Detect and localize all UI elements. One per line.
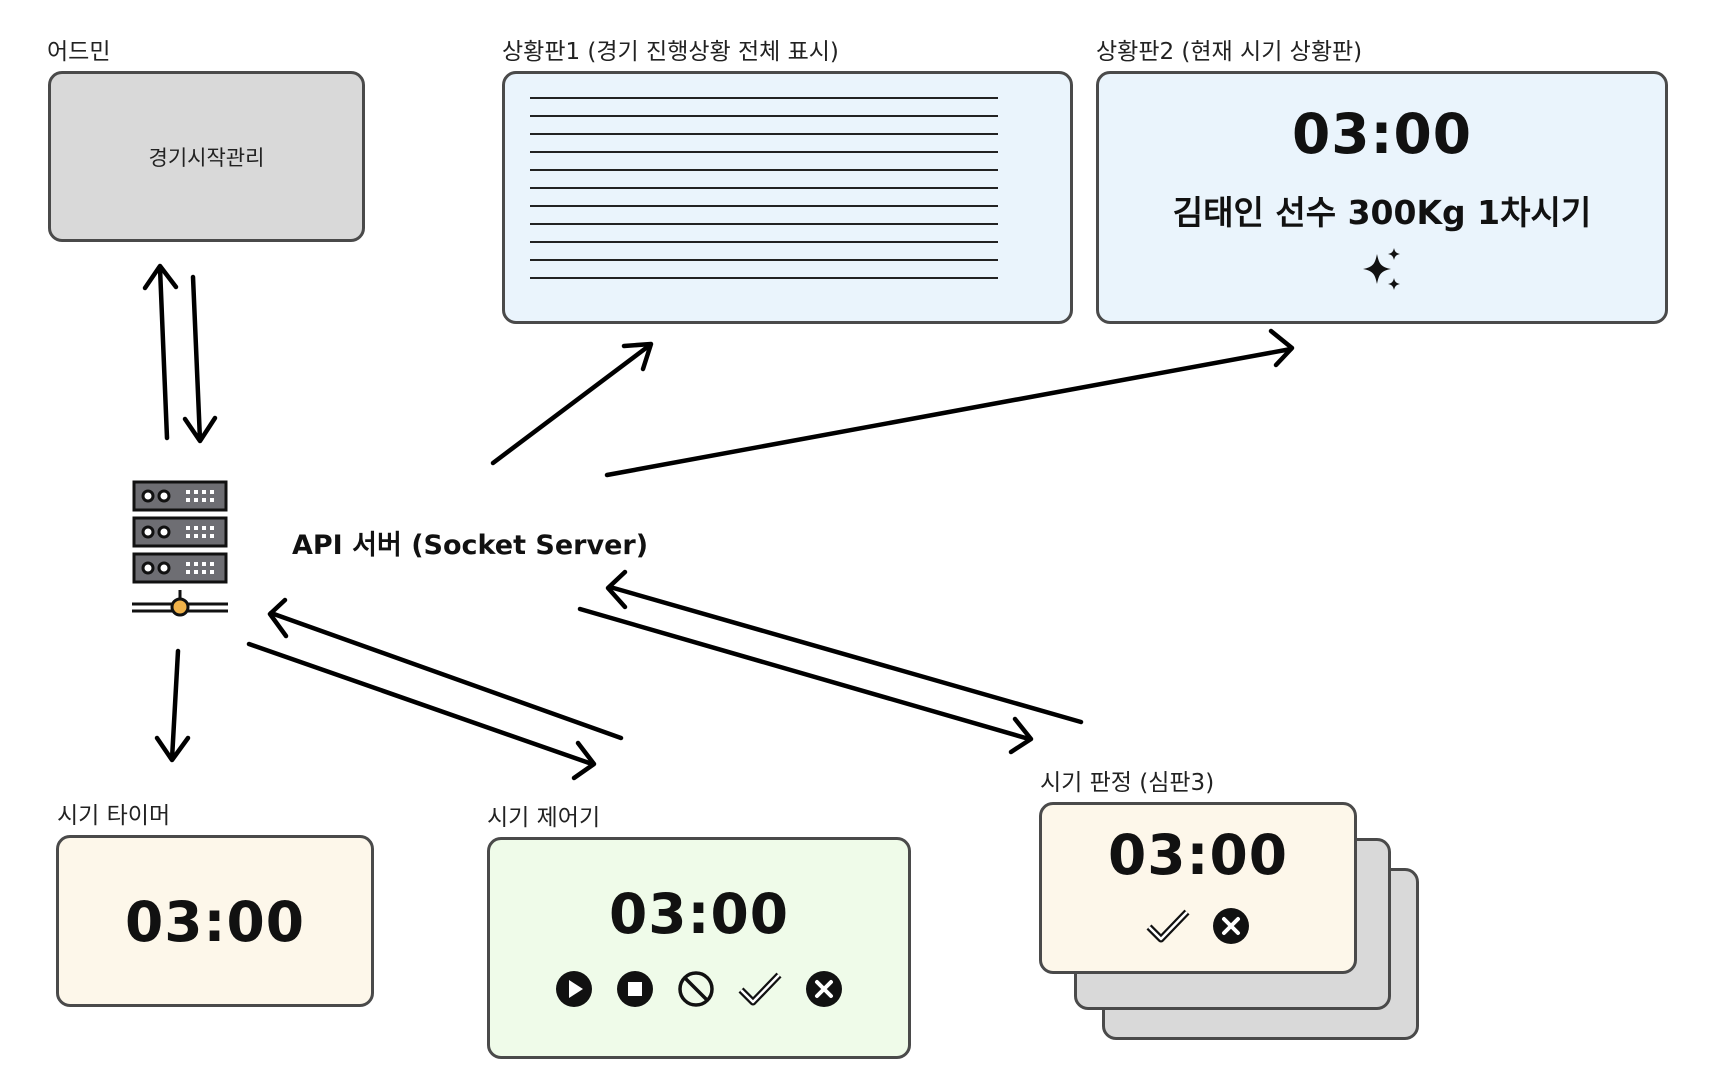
timer-box[interactable]: 03:00 <box>56 835 374 1007</box>
board2-label: 상황판2 (현재 시기 상황판) <box>1096 39 1363 65</box>
arrow-admin-to-server <box>182 274 218 444</box>
board2-box[interactable]: 03:00 김태인 선수 300Kg 1차시기 <box>1096 71 1668 324</box>
controller-time: 03:00 <box>608 882 790 946</box>
admin-label: 어드민 <box>47 39 111 65</box>
judge-time: 03:00 <box>1107 823 1289 887</box>
judge-label: 시기 판정 (심판3) <box>1040 770 1215 796</box>
admin-content: 경기시작관리 <box>148 146 265 170</box>
board2-subtitle: 김태인 선수 300Kg 1차시기 <box>1172 193 1592 232</box>
arrow-server-to-controller <box>246 641 597 781</box>
arrow-server-to-board1 <box>490 341 654 466</box>
check-icon[interactable] <box>738 970 782 1008</box>
judge-buttons <box>1042 907 1354 945</box>
x-circle-icon[interactable] <box>805 970 843 1008</box>
arrow-server-to-timer <box>154 648 191 763</box>
server-label: API 서버 (Socket Server) <box>292 530 649 561</box>
arrow-server-to-board2 <box>604 328 1295 478</box>
check-icon[interactable] <box>1146 907 1190 945</box>
controller-label: 시기 제어기 <box>487 805 601 831</box>
timer-label: 시기 타이머 <box>57 803 171 829</box>
board1-lines <box>530 97 998 279</box>
arrow-controller-to-server <box>267 597 624 741</box>
arrow-judge-to-server <box>605 569 1084 725</box>
prohibit-icon[interactable] <box>677 970 715 1008</box>
sparkles-icon <box>1363 248 1400 290</box>
controller-box[interactable]: 03:00 <box>487 837 911 1059</box>
admin-box[interactable]: 경기시작관리 <box>48 71 365 242</box>
play-icon[interactable] <box>555 970 593 1008</box>
controller-buttons <box>490 970 908 1008</box>
server-rack-icon <box>132 480 228 617</box>
arrow-server-to-judge <box>577 606 1034 755</box>
x-circle-icon[interactable] <box>1212 907 1250 945</box>
board1-box[interactable] <box>502 71 1073 324</box>
judge-box[interactable]: 03:00 <box>1039 802 1357 974</box>
arrow-server-to-admin <box>142 263 179 441</box>
timer-time: 03:00 <box>124 890 306 954</box>
stop-icon[interactable] <box>616 970 654 1008</box>
board1-label: 상황판1 (경기 진행상황 전체 표시) <box>502 39 839 65</box>
board2-time: 03:00 <box>1291 102 1473 166</box>
